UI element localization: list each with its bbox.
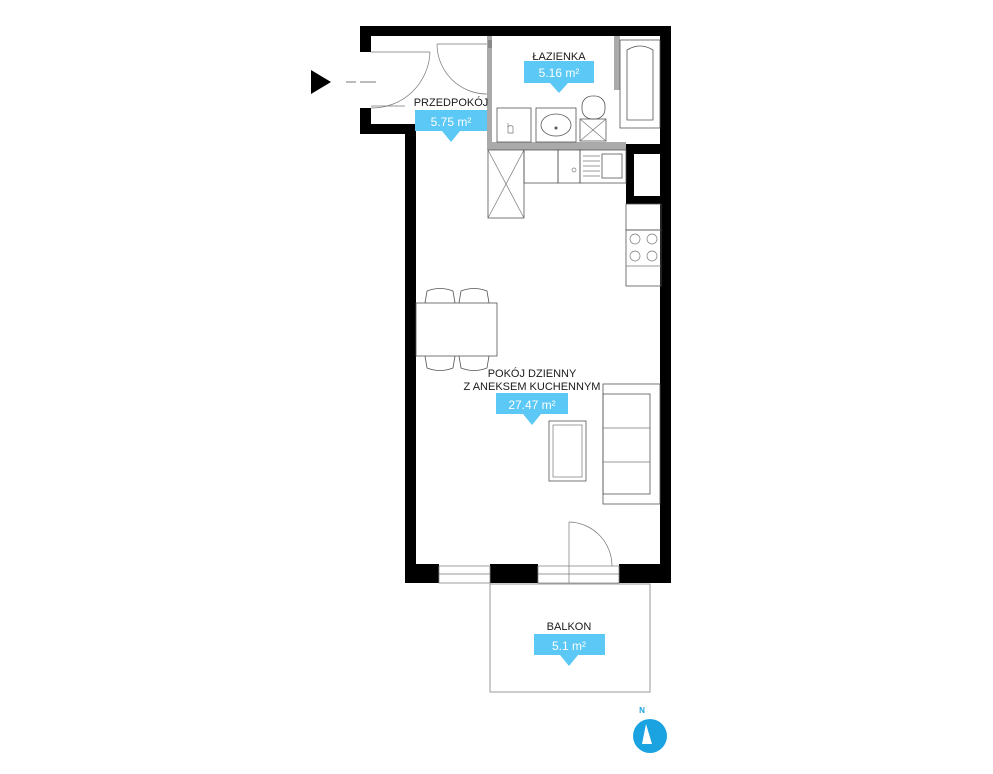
coffee-table (548, 420, 587, 482)
label-living-room: POKÓJ DZIENNY Z ANEKSEM KUCHENNYM 27.47 … (464, 367, 601, 425)
sofa (602, 383, 661, 505)
bathroom-area: 5.16 m² (539, 66, 580, 80)
living-name-line2: Z ANEKSEM KUCHENNYM (464, 381, 601, 393)
kitchen (487, 149, 662, 287)
washing-machine (496, 107, 532, 143)
cooktop (625, 229, 662, 287)
washbasin (535, 107, 577, 143)
label-hallway: PRZEDPOKÓJ 5.75 m² (414, 96, 489, 142)
windows (438, 565, 620, 584)
toilet (579, 95, 607, 142)
compass-label: N (639, 706, 645, 715)
dining-set (415, 288, 498, 371)
entrance-arrow-icon (311, 70, 331, 94)
balcony-area-badge (534, 634, 605, 666)
living-name-line1: POKÓJ DZIENNY (488, 367, 577, 380)
outer-walls (360, 26, 671, 583)
entrance (311, 70, 376, 94)
kitchen-sink (571, 149, 627, 184)
hallway-area-badge (415, 110, 487, 142)
bathroom-area-badge (524, 61, 594, 93)
living-area: 27.47 m² (508, 398, 555, 412)
living-area-badge (496, 393, 568, 425)
label-bathroom: ŁAZIENKA 5.16 m² (524, 51, 594, 93)
bathroom-name: ŁAZIENKA (532, 51, 586, 63)
compass-icon: N (633, 706, 667, 753)
balcony-area: 5.1 m² (552, 639, 586, 653)
doors (370, 40, 613, 567)
hallway-area: 5.75 m² (431, 115, 472, 129)
bathroom-partitions (487, 36, 626, 150)
label-balcony: BALKON 5.1 m² (534, 621, 605, 666)
balcony-name: BALKON (547, 621, 592, 633)
bathtub (619, 39, 661, 129)
hallway-name: PRZEDPOKÓJ (414, 96, 489, 109)
